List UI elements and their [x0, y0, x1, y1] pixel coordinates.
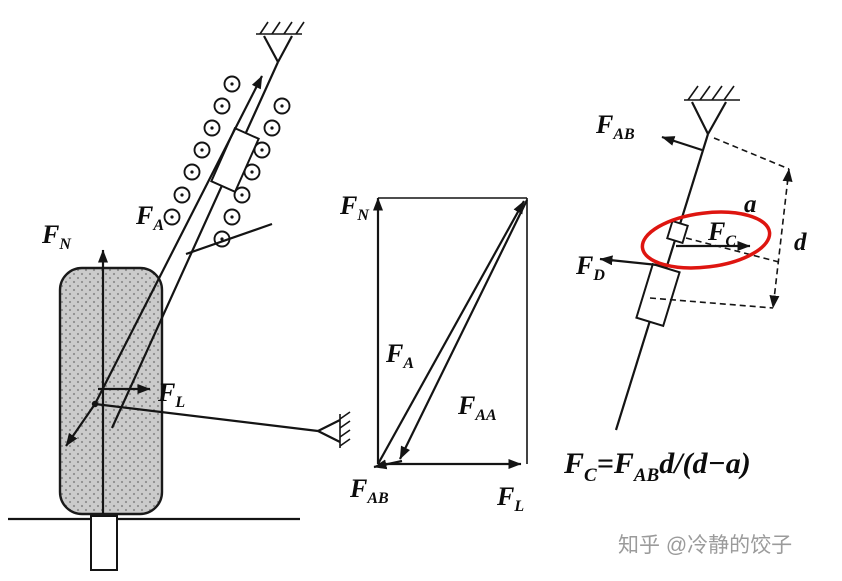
faa-label: FAA	[457, 391, 497, 424]
fn-label: FN	[339, 191, 370, 224]
clevis-leg	[317, 430, 341, 443]
dim-d-label: d	[794, 229, 807, 256]
fab-force-arrow	[661, 135, 703, 152]
dimension-lines	[649, 137, 793, 309]
fc-formula: FC=FABd/(d−a)	[563, 447, 751, 486]
fab-label: FAB	[349, 474, 389, 507]
wheel-strut-diagram: FN FA FL	[8, 21, 351, 571]
strut-top-mount-symbol	[256, 21, 305, 63]
fa-label: FA	[385, 339, 414, 372]
damper-body	[635, 262, 681, 328]
dashed-bottom-line	[649, 297, 774, 309]
fl-label: FL	[157, 378, 185, 411]
hatch-line	[339, 420, 351, 429]
fa-label: FA	[135, 201, 164, 234]
fl-label: FL	[496, 482, 524, 515]
fa-vector	[377, 200, 525, 465]
wheel-stub	[90, 515, 118, 571]
dashed-top-line	[713, 137, 790, 170]
fab-vector	[373, 459, 403, 470]
hatch-line	[339, 429, 351, 438]
fab-label: FAB	[595, 110, 635, 143]
faa-vector	[399, 199, 528, 460]
mount-leg	[707, 101, 727, 135]
strut-top-mount-symbol	[684, 85, 740, 135]
fc-bracket	[666, 219, 689, 245]
strut-detail-diagram: FAB FC FD a d FC=FABd/(d−a)	[563, 85, 807, 486]
hatch-line	[339, 411, 351, 420]
lower-arm-pivot-symbol	[317, 411, 351, 448]
hatch-line	[687, 85, 699, 101]
hatch-lines	[687, 85, 735, 101]
fa-force-arrow	[94, 75, 263, 405]
tire	[58, 266, 164, 516]
fd-label: FD	[575, 251, 605, 284]
mount-leg	[277, 35, 293, 63]
hatch-line	[339, 438, 351, 447]
coil-dots	[170, 82, 284, 241]
hatch-lines	[339, 411, 351, 447]
highlight-ellipse	[640, 210, 772, 270]
fn-label: FN	[41, 220, 72, 253]
clevis-leg	[317, 419, 341, 432]
hatch-line	[699, 85, 711, 101]
hatch-lines	[259, 21, 305, 35]
fd-force-arrow	[599, 255, 668, 268]
reaction-arrow	[65, 403, 96, 447]
strut-line	[110, 61, 280, 429]
watermark-text: 知乎 @冷静的饺子	[618, 534, 792, 557]
spring-coils	[163, 75, 291, 248]
fc-label: FC	[707, 217, 736, 250]
hatch-line	[259, 21, 269, 35]
force-polygon-diagram: FN FA FAA FAB FL	[339, 191, 528, 515]
mount-leg	[691, 101, 709, 135]
d-dimension-line	[769, 168, 793, 309]
hatch-line	[723, 85, 735, 101]
hatch-line	[283, 21, 293, 35]
dashed-mid-line	[685, 237, 780, 263]
lower-arm-line	[94, 402, 319, 433]
mount-leg	[263, 35, 279, 63]
spring-seat-line	[185, 222, 273, 256]
hatch-line	[711, 85, 723, 101]
hatch-line	[271, 21, 281, 35]
dim-a-label: a	[744, 191, 757, 218]
hatch-line	[295, 21, 305, 35]
